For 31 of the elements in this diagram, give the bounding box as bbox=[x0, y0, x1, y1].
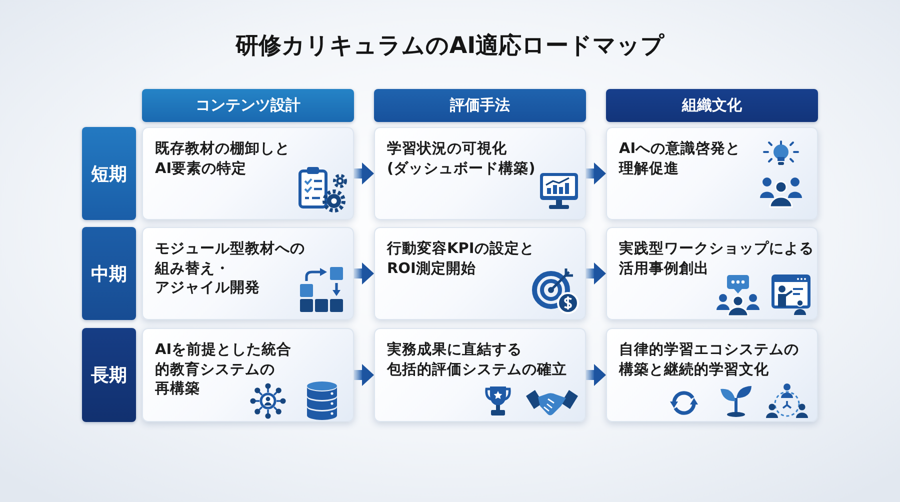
card-text: 既存教材の棚卸しとAI要素の特定 bbox=[155, 140, 290, 179]
title: 研修カリキュラムのAI適応ロードマップ bbox=[235, 33, 665, 61]
roadmap-card bbox=[374, 127, 586, 220]
card-text: 自律的学習エコシステムの構築と継続的学習文化 bbox=[619, 341, 799, 380]
arrow bbox=[586, 364, 606, 386]
roadmap-card bbox=[374, 328, 586, 422]
roadmap-card bbox=[142, 127, 354, 220]
roadmap-card bbox=[606, 328, 818, 422]
card-text: 実務成果に直結する包括的評価システムの確立 bbox=[387, 341, 567, 380]
arrow bbox=[354, 364, 374, 386]
card-text: 実践型ワークショップによる活用事例創出 bbox=[619, 240, 814, 279]
arrow bbox=[354, 262, 374, 284]
column-header: 組織文化 bbox=[606, 89, 818, 122]
card-text: モジュール型教材への組み替え・アジャイル開発 bbox=[155, 240, 305, 298]
roadmap-card bbox=[374, 227, 586, 320]
row-header: 長期 bbox=[82, 328, 136, 422]
card-text: 行動変容KPIの設定とROI測定開始 bbox=[387, 240, 534, 279]
row-header: 短期 bbox=[82, 127, 136, 220]
card-text: AIを前提とした統合的教育システムの再構築 bbox=[155, 341, 292, 400]
arrow bbox=[354, 162, 374, 184]
row-header: 中期 bbox=[82, 227, 136, 320]
roadmap-card bbox=[606, 127, 818, 220]
arrow bbox=[586, 262, 606, 284]
roadmap-card bbox=[606, 227, 818, 320]
card-text: 学習状況の可視化(ダッシュボード構築) bbox=[387, 140, 536, 179]
arrow bbox=[586, 162, 606, 184]
card-text: AIへの意識啓発と理解促進 bbox=[619, 140, 741, 179]
roadmap-card bbox=[142, 328, 354, 422]
roadmap-card bbox=[142, 227, 354, 320]
column-header: コンテンツ設計 bbox=[142, 89, 354, 122]
column-header: 評価手法 bbox=[374, 89, 586, 122]
